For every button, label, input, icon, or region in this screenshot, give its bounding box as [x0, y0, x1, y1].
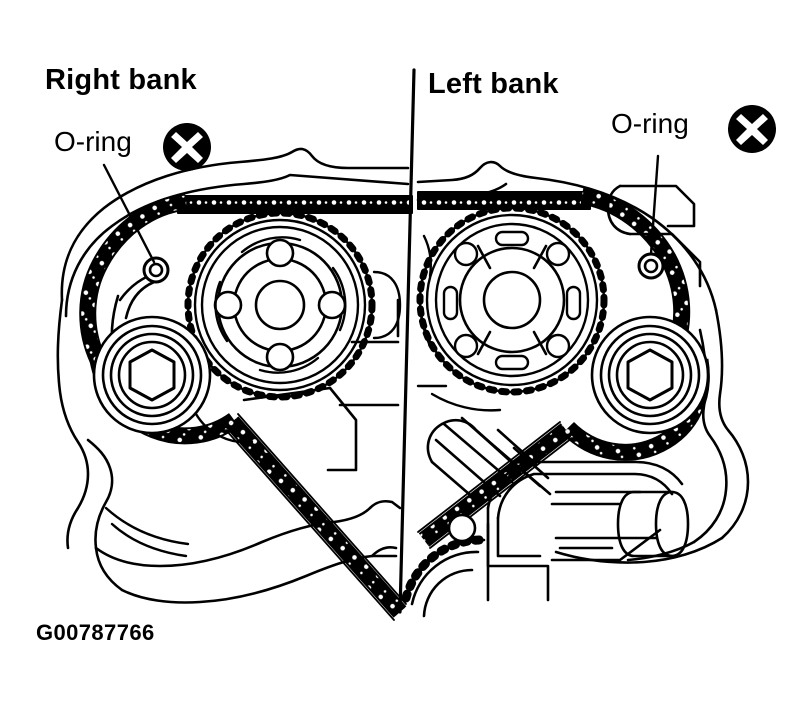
cover-boss-left [606, 184, 702, 288]
figure-id-caption: G00787766 [36, 620, 155, 645]
crankshaft-sprocket [401, 513, 490, 618]
left-bank-label: Left bank [428, 68, 559, 100]
right-bank-label: Right bank [45, 64, 197, 96]
idler-sprocket-right [92, 315, 212, 435]
o-ring-left [637, 252, 665, 280]
idler-sprocket-left [590, 315, 710, 435]
bank-divider-line [398, 68, 416, 614]
o-ring-label-right: O-ring [54, 126, 132, 157]
lower-cover-left [486, 460, 690, 602]
camshaft-sprocket-left [416, 204, 608, 396]
o-ring-right [142, 256, 170, 284]
lower-sprocket-edge-right [104, 412, 254, 558]
cover-bracket-right [242, 298, 400, 472]
circled-x-symbol-left [728, 105, 776, 153]
chain-tensioner-guide [426, 416, 552, 502]
engine-cover-outline-right [56, 147, 410, 604]
leader-line-right [102, 163, 156, 264]
camshaft-sprocket-right [184, 209, 376, 401]
circled-x-symbol-right [163, 123, 211, 171]
aux-bore-right [372, 270, 402, 340]
leader-line-left [649, 154, 660, 256]
sprocket-edge-fragment-left [416, 234, 502, 412]
o-ring-label-left: O-ring [611, 108, 689, 139]
